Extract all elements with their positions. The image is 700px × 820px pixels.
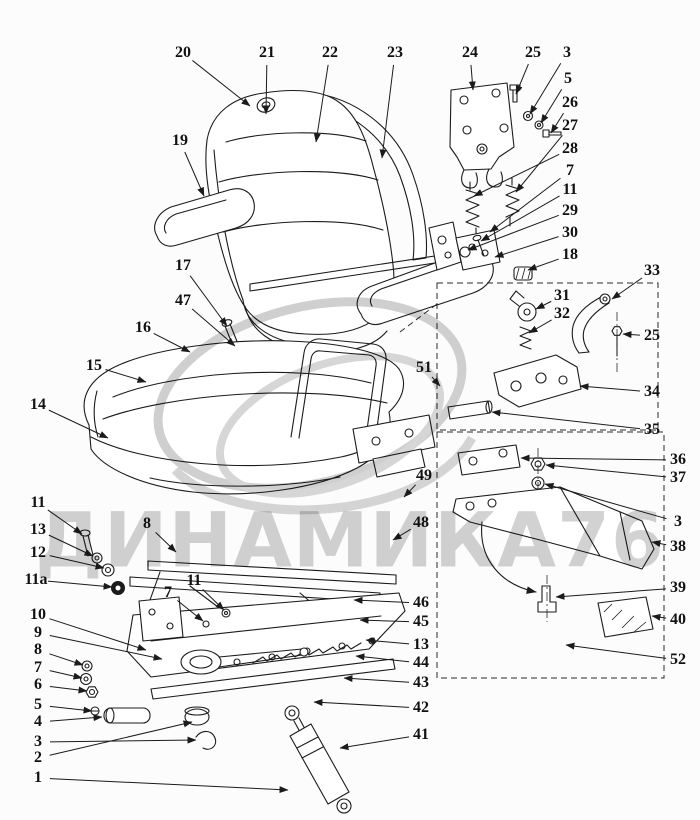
leader-33 <box>611 277 643 300</box>
leader-11 <box>202 588 225 611</box>
leader-46 <box>353 596 410 604</box>
leader-7 <box>49 670 83 680</box>
leader-52 <box>565 642 667 659</box>
leader-16 <box>153 333 191 353</box>
leader-32 <box>528 319 552 334</box>
leader-19 <box>184 151 205 197</box>
leader-36 <box>520 454 667 462</box>
leader-18 <box>527 258 559 271</box>
top-fasteners <box>509 84 562 281</box>
armrest-left <box>154 188 255 247</box>
leader-34 <box>579 383 641 392</box>
leader-5 <box>540 88 563 124</box>
leader-6 <box>49 685 88 694</box>
leader-48 <box>392 528 412 541</box>
leader-25 <box>622 331 641 339</box>
leader-30 <box>494 236 559 258</box>
leader-43 <box>343 675 410 683</box>
leader-42 <box>313 698 410 708</box>
leader-25 <box>515 63 529 95</box>
leader-13 <box>365 637 410 645</box>
leader-31 <box>535 300 552 310</box>
seat-rear-bracket <box>352 414 436 478</box>
leader-13 <box>48 534 94 557</box>
leader-11 <box>480 195 560 242</box>
pivot-rod <box>249 253 449 292</box>
leader-44 <box>355 653 410 663</box>
leader-35 <box>491 409 641 430</box>
detail-inset-b <box>436 431 665 679</box>
leader-39 <box>555 588 667 600</box>
leader-40 <box>651 613 667 621</box>
leader-17 <box>189 275 228 327</box>
bracket-detail <box>452 444 655 638</box>
leader-7 <box>489 177 561 233</box>
detail-inset-a <box>436 282 659 431</box>
leader-23 <box>379 64 395 159</box>
leader-5 <box>49 705 93 714</box>
leader-22 <box>313 64 329 143</box>
spring-bracket <box>455 229 501 271</box>
leader-3 <box>544 482 667 520</box>
leader-20 <box>192 60 251 107</box>
mount-plate <box>449 82 515 189</box>
leader-lines <box>47 60 667 794</box>
watermark-text: ДИНАМИКА76 <box>35 495 665 585</box>
leader-8 <box>155 531 177 553</box>
leader-10 <box>49 618 147 651</box>
leader-37 <box>545 462 667 478</box>
leader-15 <box>105 369 147 383</box>
leader-3 <box>529 63 562 115</box>
leader-21 <box>262 64 270 115</box>
leader-2 <box>49 720 193 756</box>
leader-8 <box>49 653 84 666</box>
leader-24 <box>468 64 476 91</box>
left-fasteners <box>79 529 217 750</box>
leader-3 <box>49 736 197 744</box>
leader-1 <box>49 778 289 794</box>
leader-41 <box>339 736 410 751</box>
leader-7 <box>177 600 204 622</box>
latch-detail <box>447 290 623 420</box>
leader-4 <box>49 714 103 722</box>
leader-12 <box>49 555 105 570</box>
tension-springs <box>465 177 520 239</box>
leader-49 <box>403 484 417 498</box>
adjuster-lever <box>180 647 309 675</box>
leader-47 <box>191 308 236 347</box>
leader-11 <box>47 509 83 535</box>
leader-29 <box>467 214 559 251</box>
shock-absorber <box>284 705 352 814</box>
leader-9 <box>49 634 163 661</box>
leader-11a <box>47 580 113 590</box>
leader-51 <box>431 376 441 387</box>
leader-45 <box>359 616 410 624</box>
leader-14 <box>48 409 109 439</box>
leader-26 <box>550 112 565 134</box>
leader-28 <box>473 153 560 197</box>
leader-38 <box>651 540 667 548</box>
